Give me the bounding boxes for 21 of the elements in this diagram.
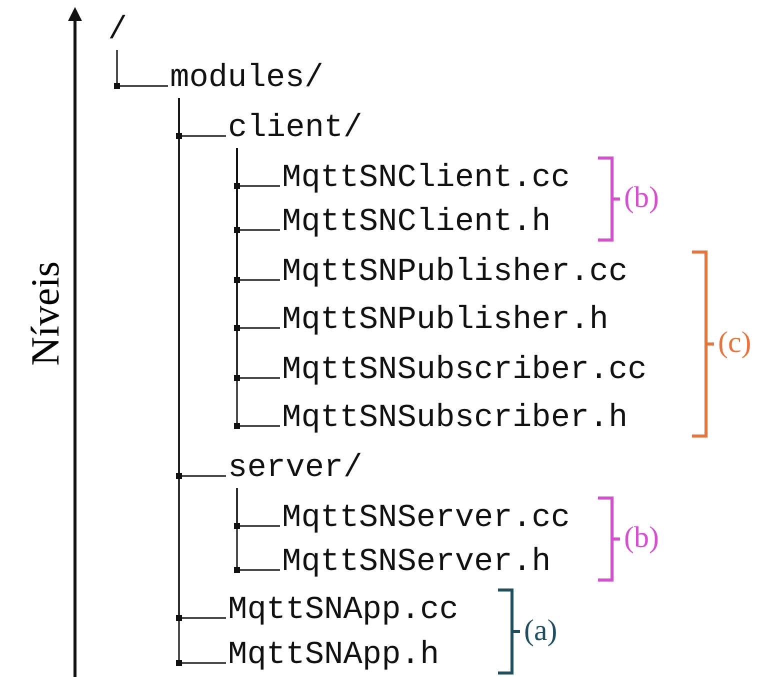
file-name: MqttSNSubscriber.h (282, 398, 628, 438)
file-name: modules/ (170, 58, 324, 98)
file-name: MqttSNServer.h (282, 542, 551, 582)
file-name: MqttSNClient.cc (282, 158, 570, 198)
file-name: client/ (228, 108, 362, 148)
file-name: / (108, 10, 128, 50)
group-label: (b) (624, 521, 659, 555)
file-name: MqttSNClient.h (282, 202, 551, 242)
tree-line (236, 488, 280, 571)
file-name: MqttSNSubscriber.cc (282, 350, 647, 390)
file-name: MqttSNPublisher.cc (282, 252, 628, 292)
axis-label: Níveis (22, 260, 68, 368)
file-name: server/ (228, 448, 362, 488)
file-name: MqttSNPublisher.h (282, 300, 608, 340)
group-label: (c) (718, 326, 752, 360)
group-label: (b) (624, 181, 659, 215)
tree-line (116, 50, 168, 87)
group-label: (a) (524, 614, 558, 648)
file-name: MqttSNServer.cc (282, 498, 570, 538)
file-name: MqttSNApp.cc (228, 590, 458, 630)
file-name: MqttSNApp.h (228, 635, 440, 675)
